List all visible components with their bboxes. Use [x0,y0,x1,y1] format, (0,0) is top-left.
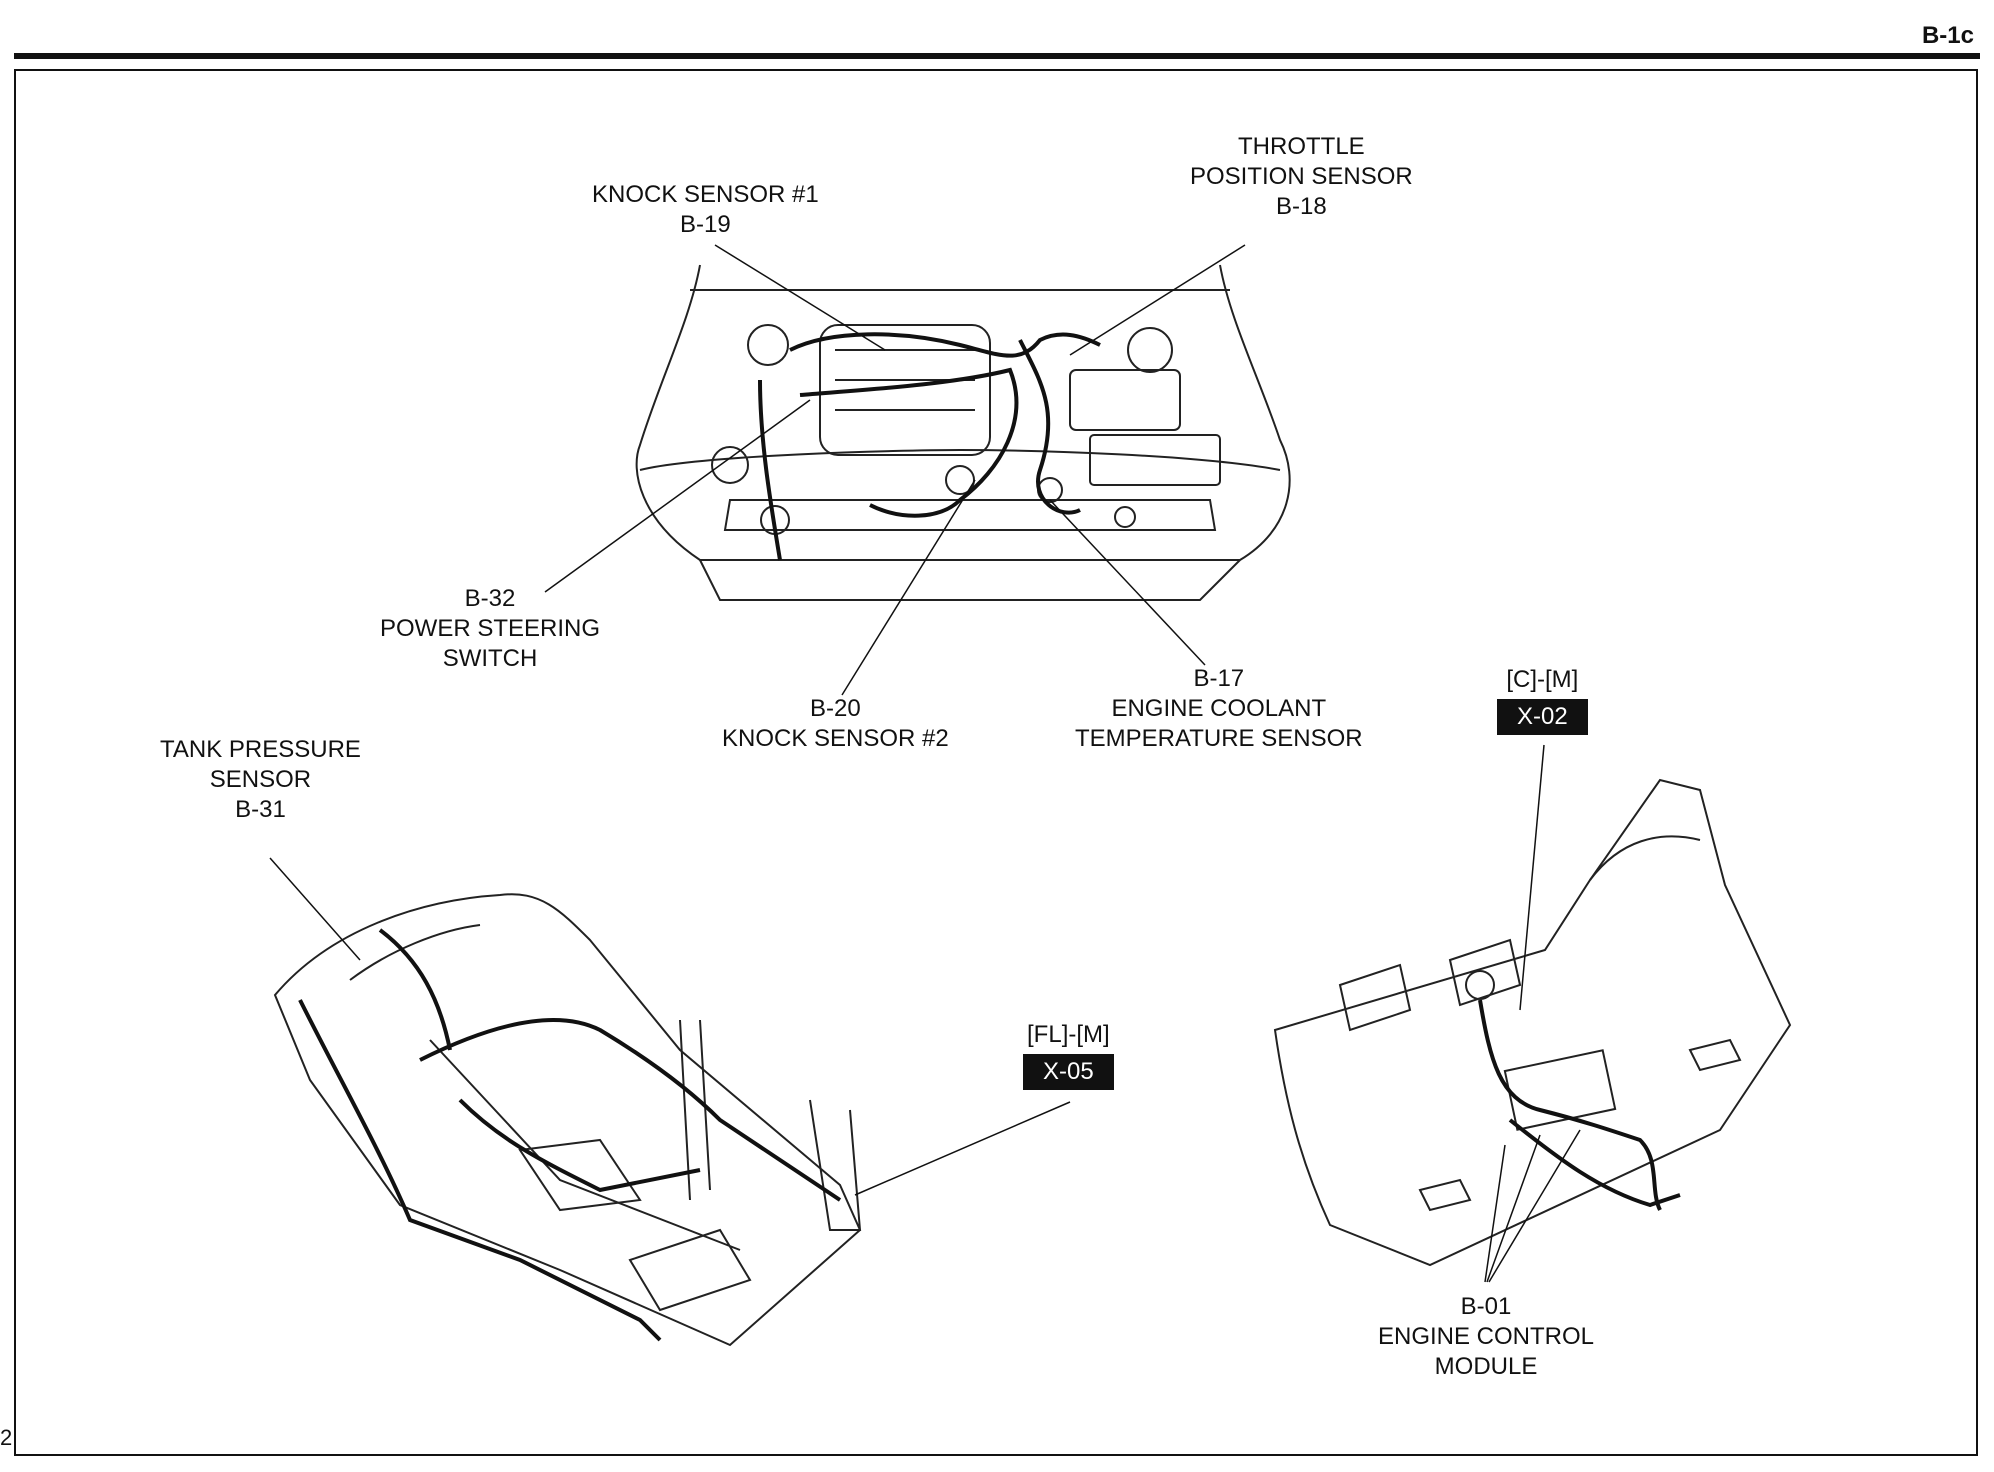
coolant-code: B-17 [1193,665,1245,692]
engine-control-module-label: B-01 ENGINE CONTROL MODULE [1378,1292,1594,1382]
connector-x02-code: X-02 [1497,699,1588,735]
connector-x02-label: [C]-[M] X-02 [1497,665,1588,735]
floor-body-drawing [273,893,862,1347]
tank-line1: TANK PRESSURE [160,736,361,763]
side-mark: 2 [0,1425,13,1450]
connector-x05-label: [FL]-[M] X-05 [1023,1020,1114,1090]
throttle-code: B-18 [1276,193,1327,220]
leader-knock2 [841,479,976,696]
dash-harness [1478,999,1681,1211]
leader-x02 [1519,744,1545,1011]
throttle-line1: THROTTLE [1238,133,1365,160]
dash-panel-drawing [1273,778,1792,1267]
tank-line2: SENSOR [209,766,312,793]
power-steering-switch-label: B-32 POWER STEERING SWITCH [380,584,600,674]
throttle-line2: POSITION SENSOR [1190,163,1413,190]
power-steering-line1: POWER STEERING [380,615,601,642]
connector-x05-location: [FL]-[M] [1027,1021,1110,1048]
leader-coolant [1049,499,1206,666]
leader-power-steering [544,399,811,593]
leader-tank [269,857,361,961]
power-steering-code: B-32 [464,585,516,612]
ecm-code: B-01 [1460,1293,1512,1320]
knock-sensor-1-name: KNOCK SENSOR #1 [592,181,819,208]
knock-sensor-2-label: B-20 KNOCK SENSOR #2 [722,694,949,754]
ecm-line1: ENGINE CONTROL [1378,1323,1595,1350]
leader-x05 [854,1101,1071,1196]
leader-ecm-b [1486,1134,1541,1283]
knock-sensor-1-code: B-19 [680,211,731,238]
leader-knock1 [714,244,886,351]
leader-ecm-c [1488,1129,1581,1283]
knock-sensor-2-code: B-20 [810,695,861,722]
diagram-frame [14,69,1978,1456]
engine-bay-drawing [635,264,1291,601]
power-steering-line2: SWITCH [442,645,538,672]
page-code: B-1c [1921,22,1974,49]
connector-x05-code: X-05 [1023,1054,1114,1090]
engine-harness [758,332,1101,561]
leader-lines [269,244,1581,1283]
coolant-line1: ENGINE COOLANT [1111,695,1327,722]
floor-harness [298,928,842,1342]
throttle-position-sensor-label: THROTTLE POSITION SENSOR B-18 [1190,132,1413,222]
ecm-line2: MODULE [1434,1353,1538,1380]
coolant-line2: TEMPERATURE SENSOR [1075,725,1363,752]
leader-throttle [1069,244,1246,356]
connector-x02-location: [C]-[M] [1506,666,1579,693]
tank-code: B-31 [235,796,286,823]
knock-sensor-2-name: KNOCK SENSOR #2 [722,725,949,752]
leader-ecm-a [1484,1144,1506,1283]
top-rule [14,53,1980,59]
engine-coolant-temperature-sensor-label: B-17 ENGINE COOLANT TEMPERATURE SENSOR [1075,664,1363,754]
tank-pressure-sensor-label: TANK PRESSURE SENSOR B-31 [160,735,361,825]
knock-sensor-1-label: KNOCK SENSOR #1 B-19 [592,180,819,240]
